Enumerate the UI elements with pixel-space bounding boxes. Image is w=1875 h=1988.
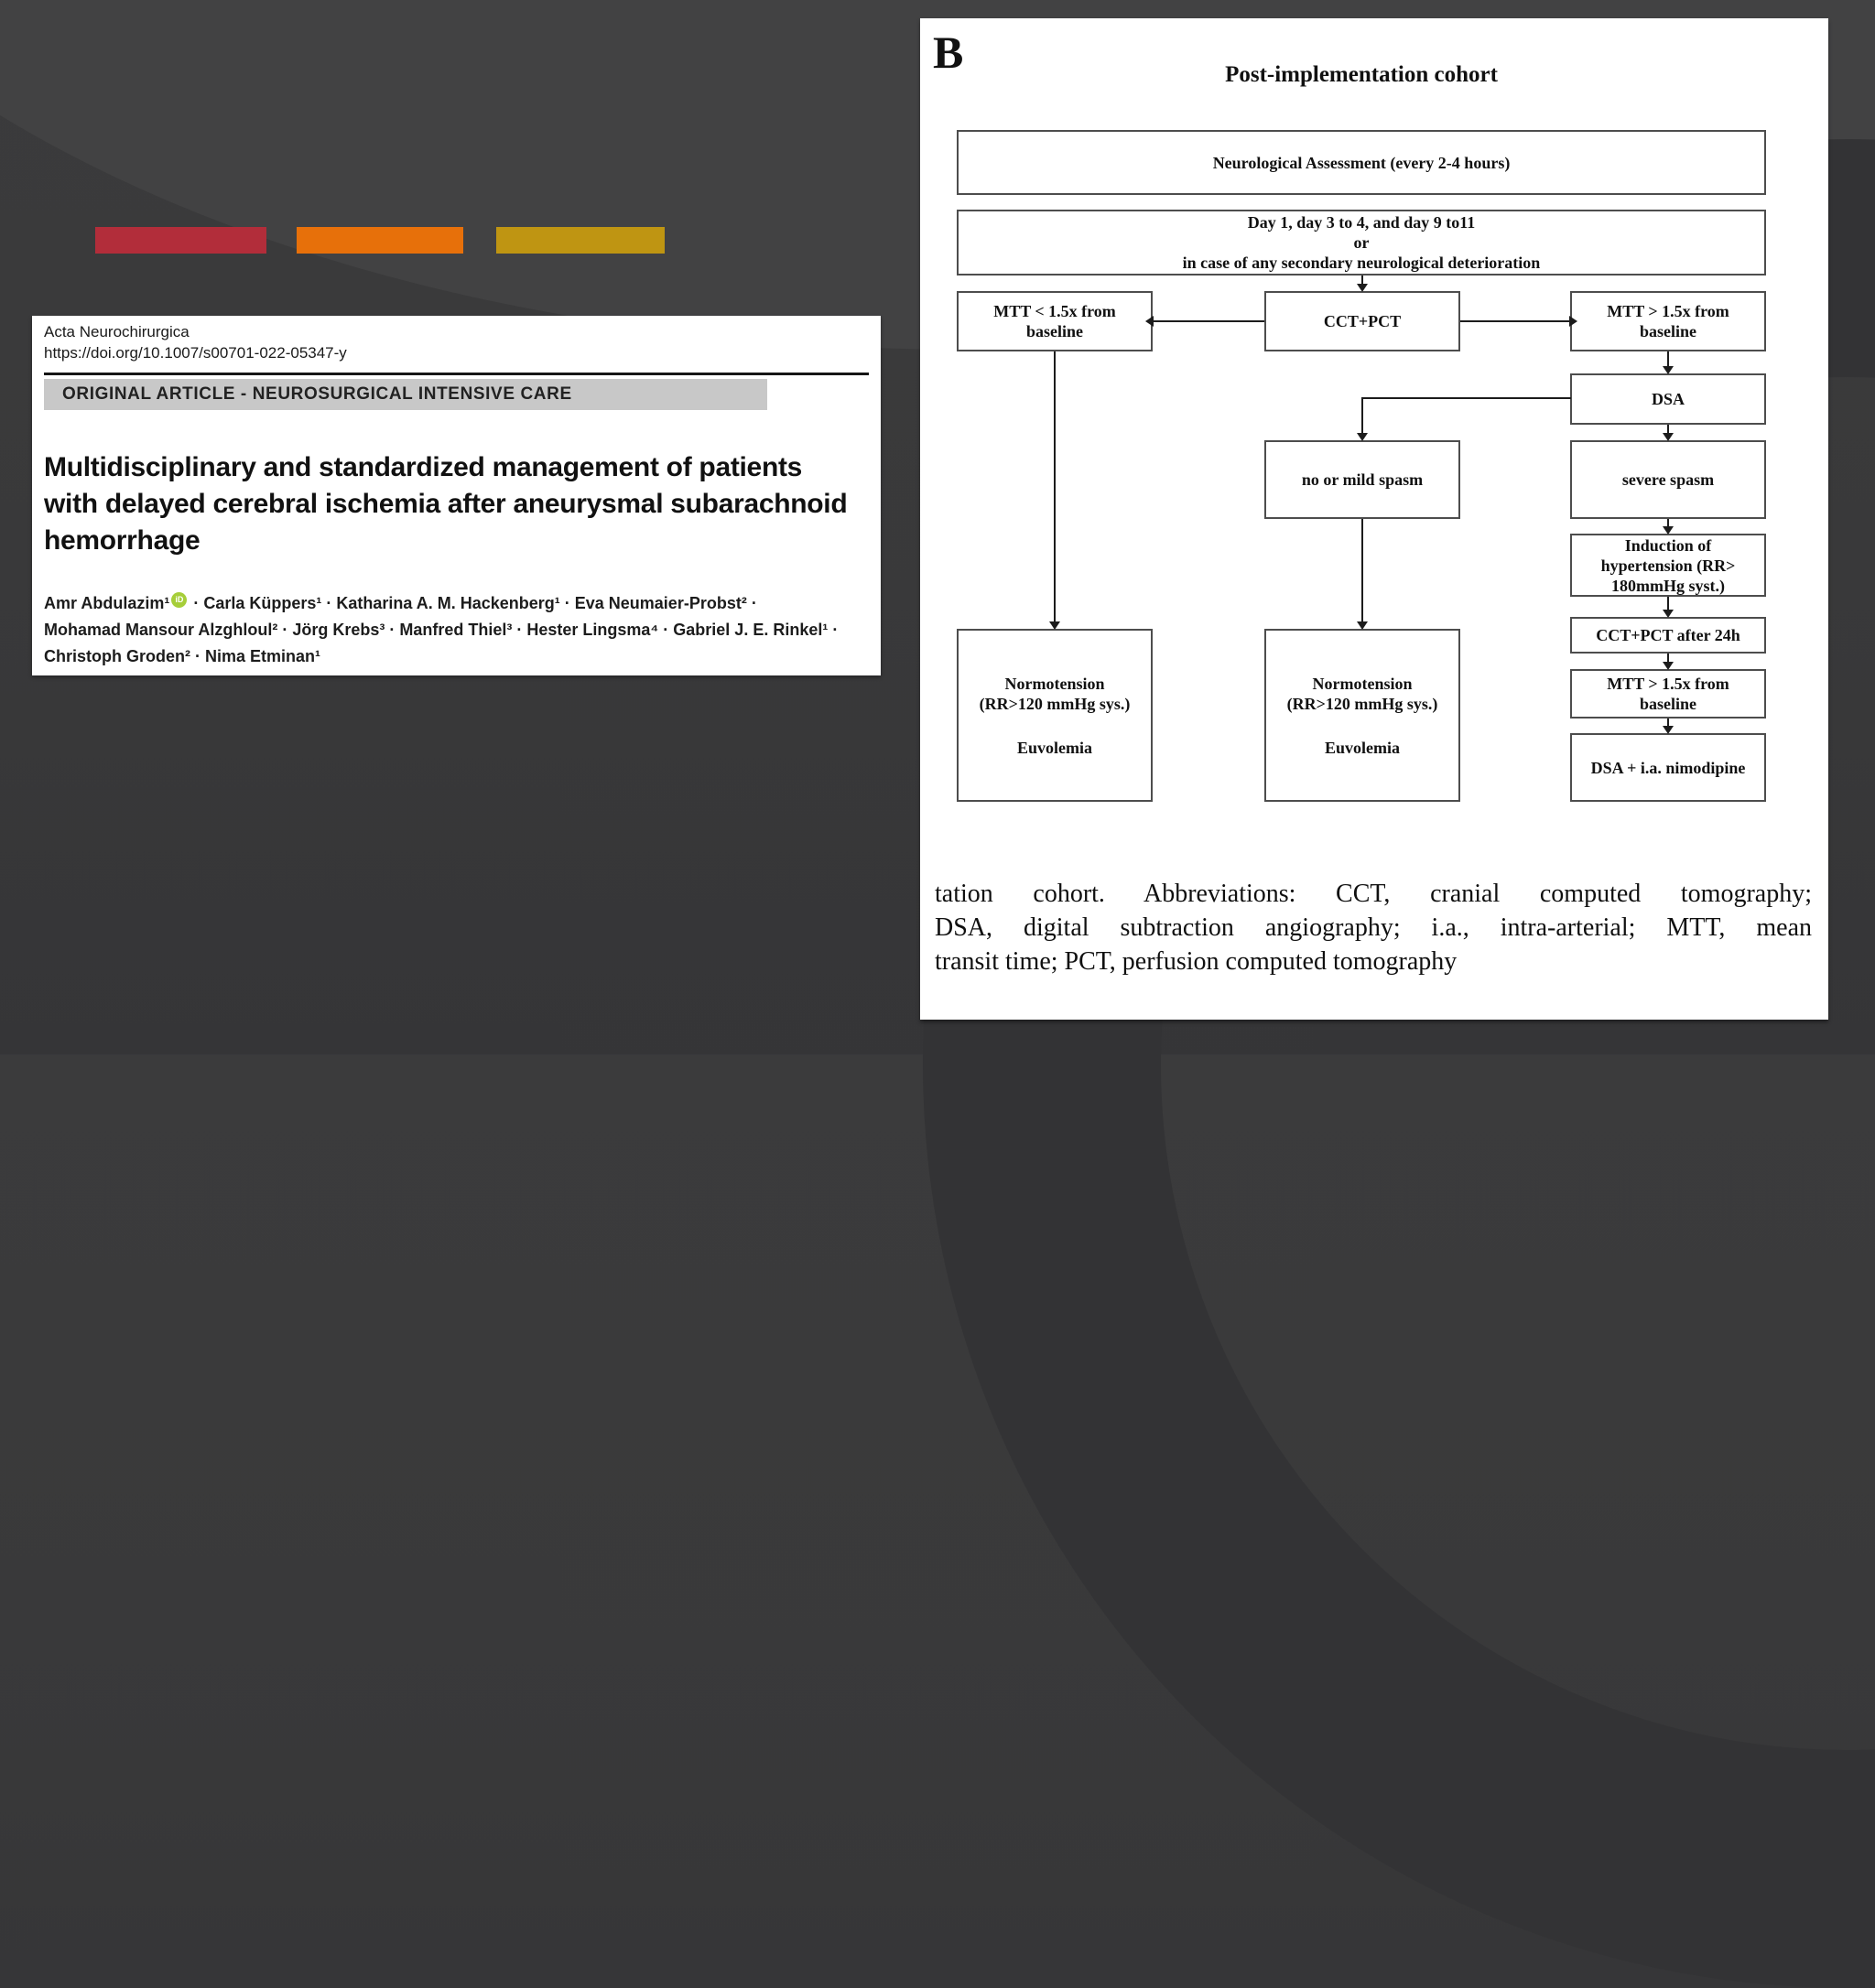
caption-line: DSA, digital subtraction angiography; i.… [935, 913, 1812, 942]
figure-caption: tation cohort. Abbreviations: CCT, crani… [935, 877, 1812, 978]
section-banner-label: ORIGINAL ARTICLE - NEUROSURGICAL INTENSI… [62, 384, 572, 404]
flow-box-severe-spasm: severe spasm [1570, 440, 1766, 519]
decor-bar-red [95, 227, 266, 254]
flow-box-dsa-nimodipine: DSA + i.a. nimodipine [1570, 733, 1766, 802]
timing-line-1: Day 1, day 3 to 4, and day 9 to11 [1247, 213, 1476, 232]
euvolemia-text: Euvolemia [1016, 738, 1092, 757]
normotension-line: Normotension [1312, 674, 1413, 693]
doi-link-text: https://doi.org/10.1007/s00701-022-05347… [44, 344, 347, 362]
author-name: Amr Abdulazim¹ [44, 594, 170, 612]
paper-title-line: hemorrhage [44, 525, 201, 556]
arrow-mtt-above-to-dsa [1663, 351, 1673, 374]
flow-box-mtt-above-baseline-2: MTT > 1.5x from baseline [1570, 669, 1766, 718]
flow-box-mtt-above-baseline: MTT > 1.5x from baseline [1570, 291, 1766, 351]
arrow-timing-to-cctpct [1357, 276, 1367, 292]
arrow-induction-to-cct24 [1663, 597, 1673, 618]
paper-title-line: with delayed cerebral ischemia after ane… [44, 489, 848, 519]
line-dsa-elbow [1361, 396, 1571, 400]
figure-panel-label: B [933, 27, 964, 78]
arrow-mtt-below-to-normotension [1049, 351, 1059, 630]
orcid-icon: iD [171, 592, 188, 608]
journal-name: Acta Neurochirurgica [44, 323, 190, 340]
flow-box-neurological-assessment: Neurological Assessment (every 2-4 hours… [957, 130, 1766, 195]
paper-title: Multidisciplinary and standardized manag… [44, 449, 848, 559]
timing-line-2: or [1353, 233, 1370, 252]
euvolemia-text: Euvolemia [1324, 738, 1400, 757]
normotension-content: Normotension (RR>120 mmHg sys.) Euvolemi… [980, 674, 1131, 758]
author-names: · Carla Küppers¹ · Katharina A. M. Hacke… [189, 594, 757, 612]
arrow-mtt2-to-nimodipine [1663, 718, 1673, 734]
paper-header-panel: Acta Neurochirurgica https://doi.org/10.… [32, 316, 881, 675]
author-line-2: Mohamad Mansour Alzghloul² · Jörg Krebs³… [44, 621, 839, 639]
caption-line: transit time; PCT, perfusion computed to… [935, 947, 1458, 976]
flow-box-cct-pct: CCT+PCT [1264, 291, 1460, 351]
flow-box-normotension-middle: Normotension (RR>120 mmHg sys.) Euvolemi… [1264, 629, 1460, 802]
normotension-line: Normotension [1004, 674, 1105, 693]
flow-box-dsa: DSA [1570, 373, 1766, 425]
flow-box-cct-pct-24h: CCT+PCT after 24h [1570, 617, 1766, 654]
normotension-line: (RR>120 mmHg sys.) [979, 694, 1131, 713]
flow-box-no-mild-spasm: no or mild spasm [1264, 440, 1460, 519]
arrow-cctpct-to-mtt-below [1145, 316, 1264, 326]
normotension-text: Normotension (RR>120 mmHg sys.) [980, 674, 1131, 714]
section-banner: ORIGINAL ARTICLE - NEUROSURGICAL INTENSI… [44, 379, 767, 410]
flow-box-normotension-left: Normotension (RR>120 mmHg sys.) Euvolemi… [957, 629, 1153, 802]
normotension-line: (RR>120 mmHg sys.) [1286, 694, 1438, 713]
arrow-severe-to-induction [1663, 519, 1673, 535]
figure-panel: B Post-implementation cohort Neurologica… [920, 18, 1828, 1020]
paper-title-line: Multidisciplinary and standardized manag… [44, 452, 803, 482]
decor-bar-orange [297, 227, 463, 254]
decor-bar-olive [496, 227, 665, 254]
timing-line-3: in case of any secondary neurological de… [1182, 254, 1541, 272]
arrow-dsa-to-severe-spasm [1663, 425, 1673, 441]
flow-box-mtt-below-baseline: MTT < 1.5x from baseline [957, 291, 1153, 351]
header-rule [44, 373, 869, 375]
arrow-cctpct-to-mtt-above [1460, 316, 1577, 326]
flow-box-induction-hypertension: Induction of hypertension (RR> 180mmHg s… [1570, 534, 1766, 597]
flow-box-timing: Day 1, day 3 to 4, and day 9 to11 or in … [957, 210, 1766, 276]
author-line-3: Christoph Groden² · Nima Etminan¹ [44, 647, 321, 665]
normotension-content: Normotension (RR>120 mmHg sys.) Euvolemi… [1287, 674, 1438, 758]
caption-line: tation cohort. Abbreviations: CCT, crani… [935, 880, 1812, 908]
normotension-text: Normotension (RR>120 mmHg sys.) [1287, 674, 1438, 714]
arrow-cct24-to-mtt2 [1663, 654, 1673, 670]
arrow-dsa-to-no-mild-spasm [1357, 397, 1367, 441]
figure-title: Post-implementation cohort [1225, 62, 1498, 87]
arrow-no-mild-to-normotension [1357, 519, 1367, 630]
